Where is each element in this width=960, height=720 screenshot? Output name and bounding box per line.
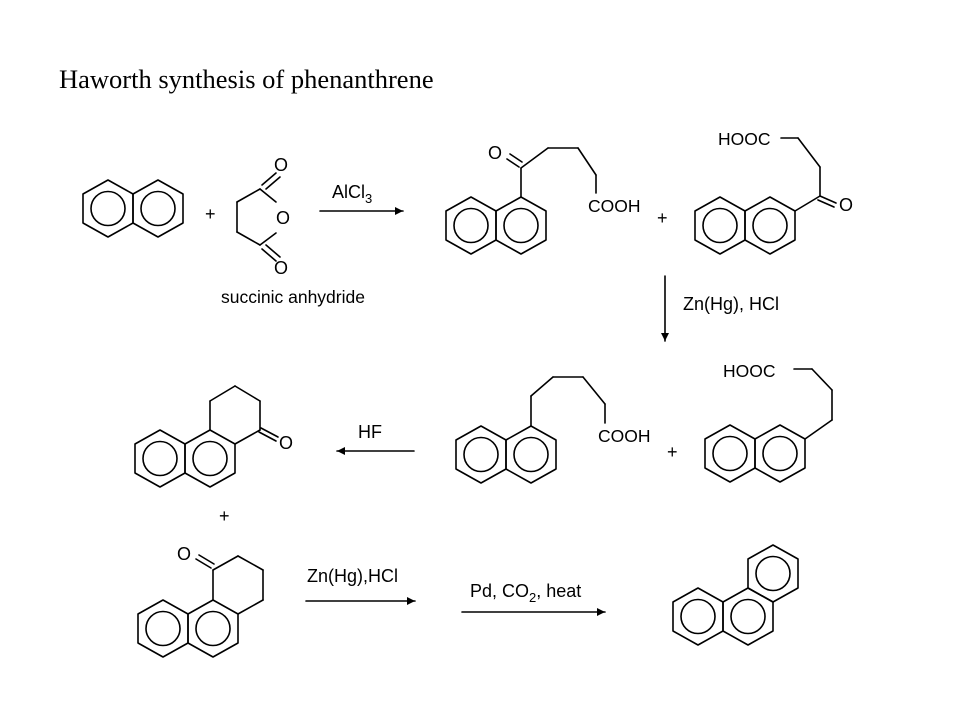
oxygen-label: O [274,155,288,175]
reagent-label: Zn(Hg),HCl [307,566,398,586]
reagent-label: AlCl3 [332,182,372,206]
succinic-anhydride-label: succinic anhydride [221,287,365,307]
reagent-label: HF [358,422,382,442]
hooc-label: HOOC [723,361,776,381]
reagent-label: Zn(Hg), HCl [683,294,779,314]
naphthylbutanoic-acid-1-structure [455,376,606,484]
cooh-label: COOH [598,426,651,446]
page-title: Haworth synthesis of phenanthrene [59,64,434,94]
oxygen-label: O [279,433,293,453]
naphthoyl-propanoic-acid-2-structure [694,137,837,255]
naphthoyl-propanoic-acid-1-structure [445,147,597,255]
tetrahydrophenanthrenone-structure [134,385,279,488]
naphthalene-structure [82,179,184,238]
plus-sign: + [205,204,216,224]
oxygen-label: O [274,258,288,278]
tetrahydrophenanthrenone-structure [137,554,264,658]
reagent-label: Pd, CO2, heat [470,581,581,605]
succinic-anhydride-structure [236,172,281,262]
oxygen-label: O [177,544,191,564]
phenanthrene-structure [672,544,799,646]
naphthylbutanoic-acid-2-structure [704,368,833,483]
oxygen-label: O [839,195,853,215]
oxygen-label: O [276,208,290,228]
plus-sign: + [219,506,230,526]
plus-sign: + [657,208,668,228]
cooh-label: COOH [588,196,641,216]
plus-sign: + [667,442,678,462]
hooc-label: HOOC [718,129,771,149]
oxygen-label: O [488,143,502,163]
